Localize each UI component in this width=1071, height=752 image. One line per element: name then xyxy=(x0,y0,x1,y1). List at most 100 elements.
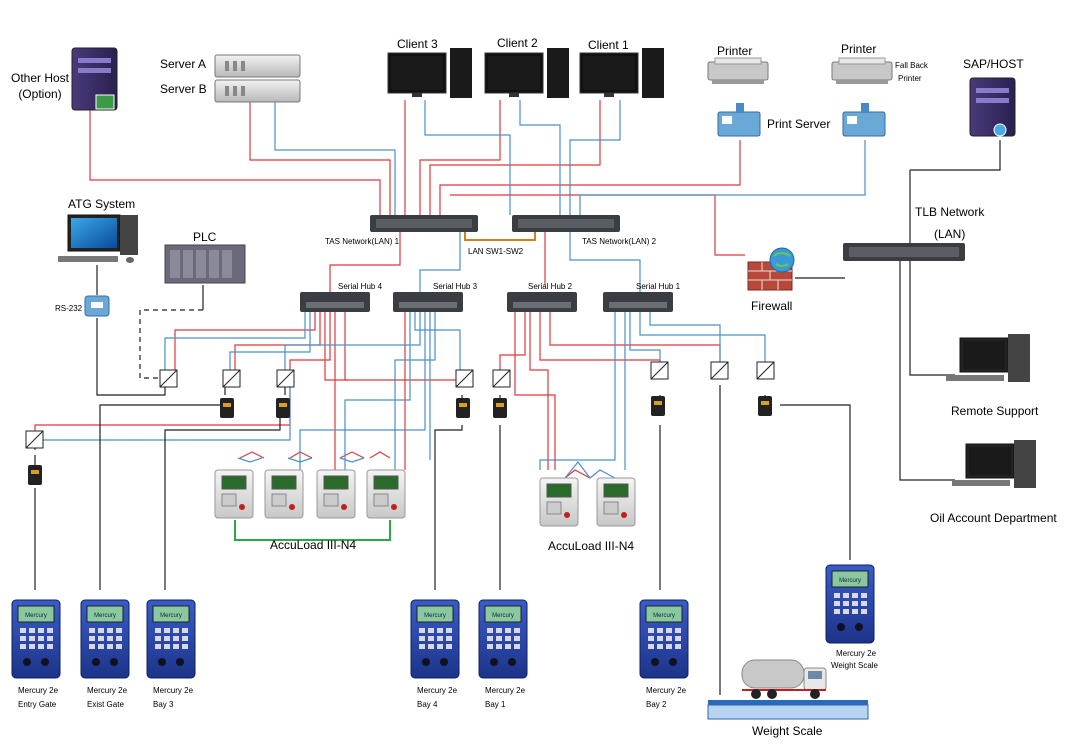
fall-back-label: Fall Back xyxy=(895,61,929,70)
client-1-label: Client 1 xyxy=(588,38,629,52)
red-network-links xyxy=(34,95,745,479)
accuload-icon xyxy=(214,469,254,519)
weight-scale-label: Weight Scale xyxy=(752,724,823,738)
client-3-label: Client 3 xyxy=(397,37,438,51)
atg-system-icon xyxy=(58,214,138,263)
mercury-terminal: Mercury xyxy=(410,599,460,679)
tas-lan1-label: TAS Network(LAN) 1 xyxy=(325,237,400,246)
lan-sw-label: LAN SW1-SW2 xyxy=(468,247,524,256)
client-1-icon xyxy=(579,48,664,98)
mercury-terminal: Mercury xyxy=(639,599,689,679)
mercury-terminal-location: Bay 2 xyxy=(646,700,667,709)
converter-icon xyxy=(650,361,669,380)
accuload-icon xyxy=(366,469,406,519)
mercury-terminal: Mercury xyxy=(146,599,196,679)
serial-hub-4-icon xyxy=(300,292,370,312)
card-reader-icon xyxy=(651,396,665,416)
accuload-icon xyxy=(316,469,356,519)
serial-hub-1-icon xyxy=(603,292,673,312)
accuload-bus xyxy=(234,520,391,541)
mercury-terminal-name: Mercury 2e xyxy=(153,686,194,695)
connection-lines xyxy=(34,95,1001,695)
serial-hub-2-icon xyxy=(507,292,577,312)
terminal-screen-text: Mercury xyxy=(94,613,116,619)
rs232-converter-icon xyxy=(84,295,110,317)
mercury-terminal-location: Bay 1 xyxy=(485,700,506,709)
serial-hub-3-icon xyxy=(393,292,463,312)
serial-hub-3-label: Serial Hub 3 xyxy=(433,282,478,291)
accuload-icon xyxy=(596,477,636,527)
mercury-terminal-location: Entry Gate xyxy=(18,700,57,709)
accuload-icon xyxy=(264,469,304,519)
tlb-network-label: TLB Network xyxy=(915,205,985,219)
card-reader-connectors xyxy=(28,396,772,485)
mercury-terminal-name: Mercury 2e xyxy=(87,686,128,695)
client-2-label: Client 2 xyxy=(497,36,538,50)
accuload-1-label: AccuLoad III-N4 xyxy=(270,538,356,552)
converter-icon xyxy=(25,430,44,449)
remote-support-pc-icon xyxy=(946,334,1030,382)
mercury-ws-sub-label: Weight Scale xyxy=(831,661,879,670)
print-server-label: Print Server xyxy=(767,117,830,131)
card-reader-icon xyxy=(493,398,507,418)
other-host-option-label: (Option) xyxy=(18,87,61,101)
firewall-icon xyxy=(747,247,795,291)
terminal-screen-text: Mercury xyxy=(160,613,182,619)
oil-account-label: Oil Account Department xyxy=(930,511,1057,525)
mercury-terminal-name: Mercury 2e xyxy=(646,686,687,695)
tas-lan2-label: TAS Network(LAN) 2 xyxy=(582,237,657,246)
weight-scale-platform-icon xyxy=(707,700,869,720)
server-rack-icon xyxy=(214,54,301,103)
mercury-ws-label: Mercury 2e xyxy=(836,649,877,658)
sap-host-label: SAP/HOST xyxy=(963,57,1024,71)
firewall-label: Firewall xyxy=(751,299,792,313)
server-b-label: Server B xyxy=(160,82,207,96)
terminal-screen-text: Mercury xyxy=(839,578,861,584)
print-server-1-icon xyxy=(717,103,761,137)
mercury-terminal-location: Exist Gate xyxy=(87,700,124,709)
accuload-icon xyxy=(539,477,579,527)
converter-icon xyxy=(222,369,241,388)
other-host-icon xyxy=(71,47,118,111)
sap-host-icon xyxy=(969,77,1016,137)
printer-1-label: Printer xyxy=(717,44,752,58)
converter-icon xyxy=(756,361,775,380)
mercury-terminal: Mercury xyxy=(11,599,61,679)
terminal-screen-text: Mercury xyxy=(25,613,47,619)
card-reader-icon xyxy=(456,398,470,418)
accuload-units xyxy=(214,469,636,527)
card-reader-icon xyxy=(276,398,290,418)
blue-network-links xyxy=(40,95,866,479)
tas-switch-2-icon xyxy=(512,215,620,232)
printer-2-label: Printer xyxy=(841,42,876,56)
accuload-2-label: AccuLoad III-N4 xyxy=(548,539,634,553)
serial-hub-2-label: Serial Hub 2 xyxy=(528,282,573,291)
mercury-terminal-name: Mercury 2e xyxy=(417,686,458,695)
client-3-icon xyxy=(387,48,472,98)
remote-support-label: Remote Support xyxy=(951,404,1039,418)
plc-dashed-link xyxy=(139,309,203,379)
converter-icon xyxy=(276,369,295,388)
mercury-terminal: Mercury xyxy=(478,599,528,679)
card-reader-icon xyxy=(758,396,772,416)
plc-label: PLC xyxy=(193,230,217,244)
converter-icon xyxy=(455,369,474,388)
mercury-terminal-location: Bay 3 xyxy=(153,700,174,709)
printer-2-icon xyxy=(831,57,893,84)
mercury-weight-scale-icon: Mercury xyxy=(825,564,875,644)
serial-hub-4-label: Serial Hub 4 xyxy=(338,282,383,291)
mercury-terminal-name: Mercury 2e xyxy=(485,686,526,695)
converter-icon xyxy=(492,369,511,388)
client-2-icon xyxy=(484,48,569,98)
printer-1-icon xyxy=(707,57,769,84)
lan-sw-link xyxy=(464,232,536,241)
card-reader-icon xyxy=(220,398,234,418)
converter-icon xyxy=(159,369,178,388)
mercury-terminal-name: Mercury 2e xyxy=(18,686,59,695)
tanker-truck-icon xyxy=(741,659,827,699)
terminal-screen-text: Mercury xyxy=(653,613,675,619)
atg-system-label: ATG System xyxy=(68,197,135,211)
card-reader-icon xyxy=(28,465,42,485)
